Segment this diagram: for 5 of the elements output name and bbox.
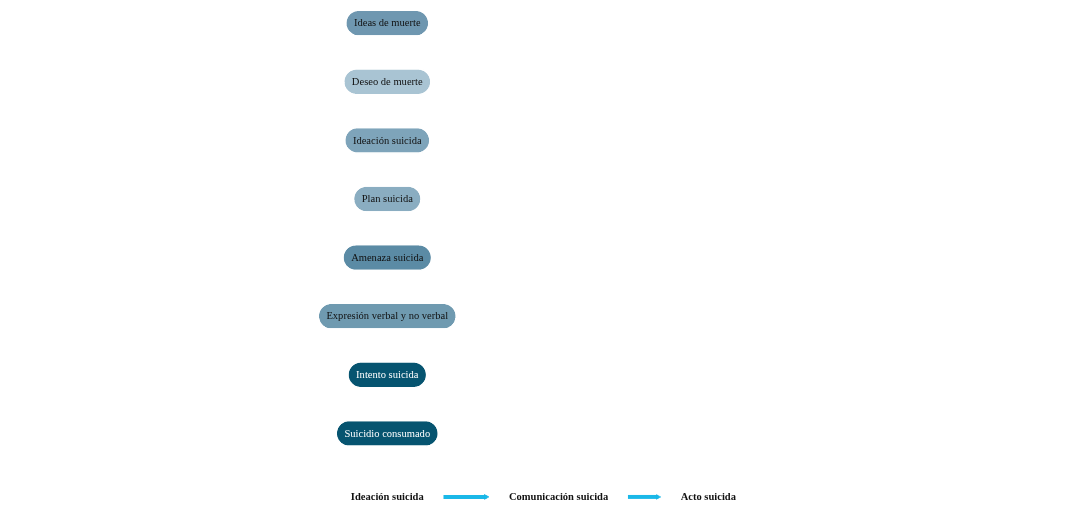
arrow — [443, 494, 490, 500]
node-text: Acto suicida — [680, 491, 736, 503]
arrow — [627, 494, 662, 500]
node-text: Comunicación suicida — [508, 491, 609, 503]
node-text: Ideación suicida — [350, 491, 424, 503]
